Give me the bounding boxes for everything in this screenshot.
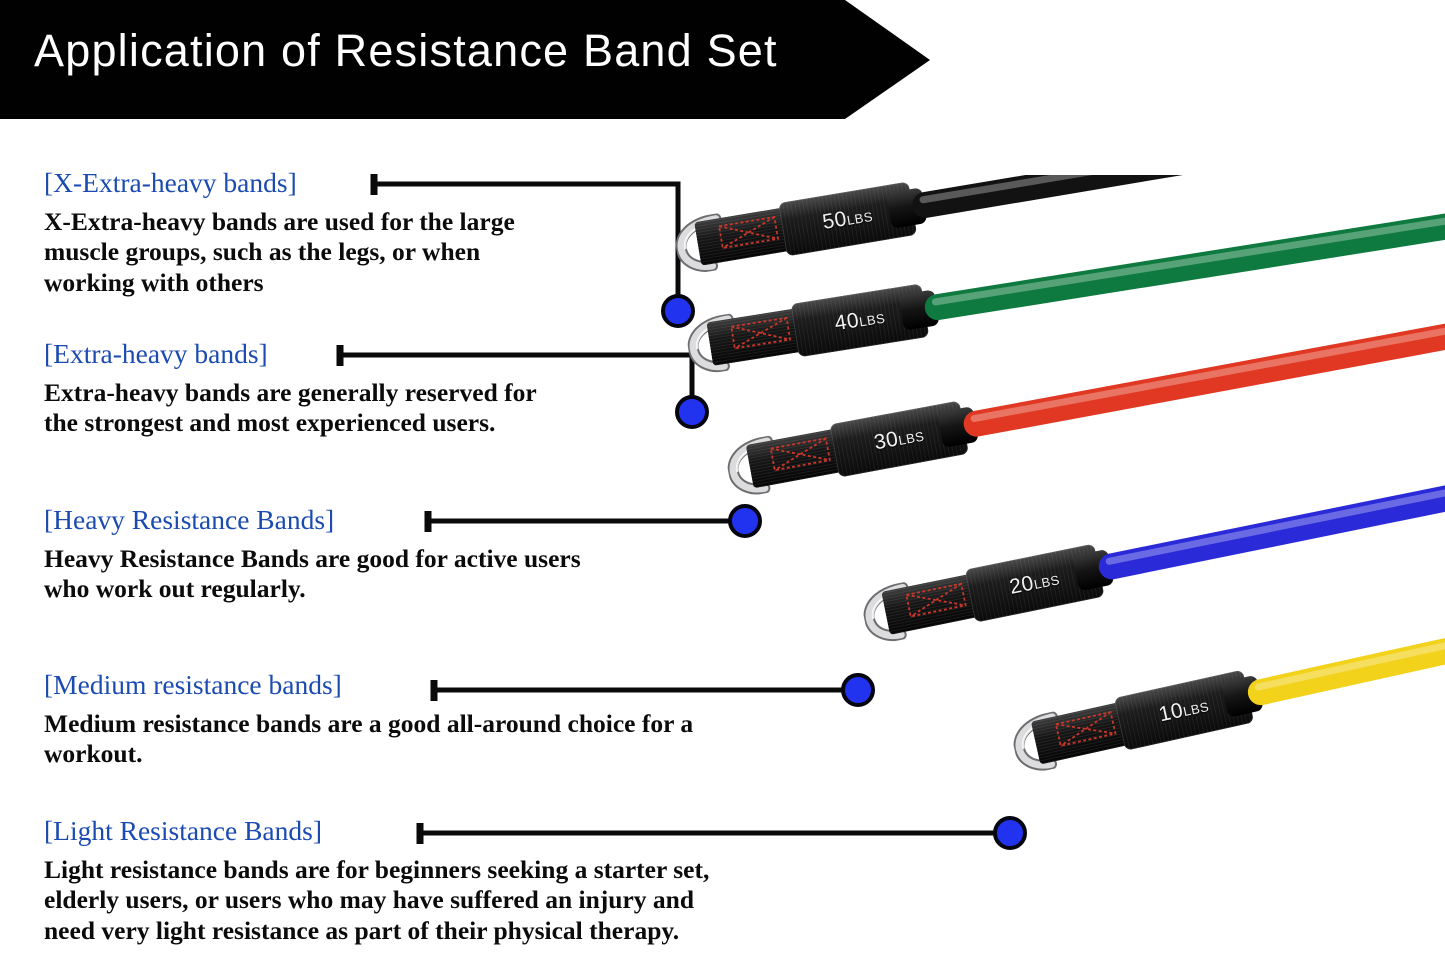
- band-label-30lbs: 30LBS: [872, 427, 926, 455]
- marker-dot-extra-heavy: [675, 395, 709, 429]
- box-x-stitching: [905, 582, 967, 618]
- section-light: [Light Resistance Bands] Light resistanc…: [44, 815, 709, 947]
- section-x-extra-heavy: [X-Extra-heavy bands] X-Extra-heavy band…: [44, 167, 515, 299]
- section-body-line: X-Extra-heavy bands are used for the lar…: [44, 206, 515, 236]
- band-label-40lbs: 40LBS: [833, 308, 887, 336]
- section-body-medium: Medium resistance bands are a good all-a…: [44, 709, 693, 770]
- section-body-line: Light resistance bands are for beginners…: [44, 854, 710, 884]
- section-heading-light: [Light Resistance Bands]: [44, 815, 322, 846]
- band-30lbs: 30LBS: [727, 283, 1445, 496]
- marker-dot-x-extra-heavy: [661, 294, 695, 328]
- section-body-line: Medium resistance bands are a good all-a…: [44, 708, 694, 738]
- section-body-line: the strongest and most experienced users…: [44, 408, 496, 438]
- section-body-line: Heavy Resistance Bands are good for acti…: [44, 543, 581, 573]
- resistance-band-set-photo: 50LBS 40LBS: [620, 175, 1445, 962]
- band-10lbs: 10LBS: [1012, 543, 1445, 773]
- band-label-10lbs: 10LBS: [1156, 698, 1211, 727]
- section-body-line: workout.: [44, 739, 143, 769]
- section-heading-x-extra-heavy: [X-Extra-heavy bands]: [44, 167, 297, 198]
- band-40lbs: 40LBS: [687, 183, 1445, 374]
- section-body-line: elderly users, or users who may have suf…: [44, 885, 695, 915]
- section-body-light: Light resistance bands are for beginners…: [44, 855, 709, 947]
- marker-dot-light: [993, 816, 1027, 850]
- box-x-stitching: [1054, 711, 1117, 747]
- band-tube-20lbs: [1096, 428, 1445, 582]
- section-body-line: working with others: [44, 267, 264, 297]
- page-title: Application of Resistance Band Set: [34, 25, 778, 76]
- band-tube-10lbs: [1245, 543, 1445, 708]
- box-x-stitching: [730, 316, 792, 350]
- section-heavy: [Heavy Resistance Bands] Heavy Resistanc…: [44, 504, 581, 605]
- box-x-stitching: [718, 215, 780, 249]
- section-body-extra-heavy: Extra-heavy bands are generally reserved…: [44, 378, 537, 439]
- section-heading-medium: [Medium resistance bands]: [44, 669, 342, 700]
- band-label-50lbs: 50LBS: [820, 207, 875, 234]
- band-20lbs: 20LBS: [863, 428, 1445, 643]
- section-heading-heavy: [Heavy Resistance Bands]: [44, 504, 335, 535]
- band-label-20lbs: 20LBS: [1007, 571, 1062, 599]
- section-medium: [Medium resistance bands] Medium resista…: [44, 669, 693, 770]
- section-body-x-extra-heavy: X-Extra-heavy bands are used for the lar…: [44, 207, 515, 299]
- box-x-stitching: [769, 437, 831, 472]
- marker-dot-medium: [841, 673, 875, 707]
- section-heading-extra-heavy: [Extra-heavy bands]: [44, 338, 268, 369]
- band-50lbs: 50LBS: [675, 175, 1445, 274]
- section-extra-heavy: [Extra-heavy bands] Extra-heavy bands ar…: [44, 338, 537, 439]
- section-body-heavy: Heavy Resistance Bands are good for acti…: [44, 544, 581, 605]
- section-body-line: Extra-heavy bands are generally reserved…: [44, 377, 537, 407]
- section-body-line: who work out regularly.: [44, 574, 306, 604]
- title-banner: [0, 0, 930, 119]
- section-body-line: muscle groups, such as the legs, or when: [44, 237, 481, 267]
- marker-dot-heavy: [728, 504, 762, 538]
- section-body-line: need very light resistance as part of th…: [44, 915, 680, 945]
